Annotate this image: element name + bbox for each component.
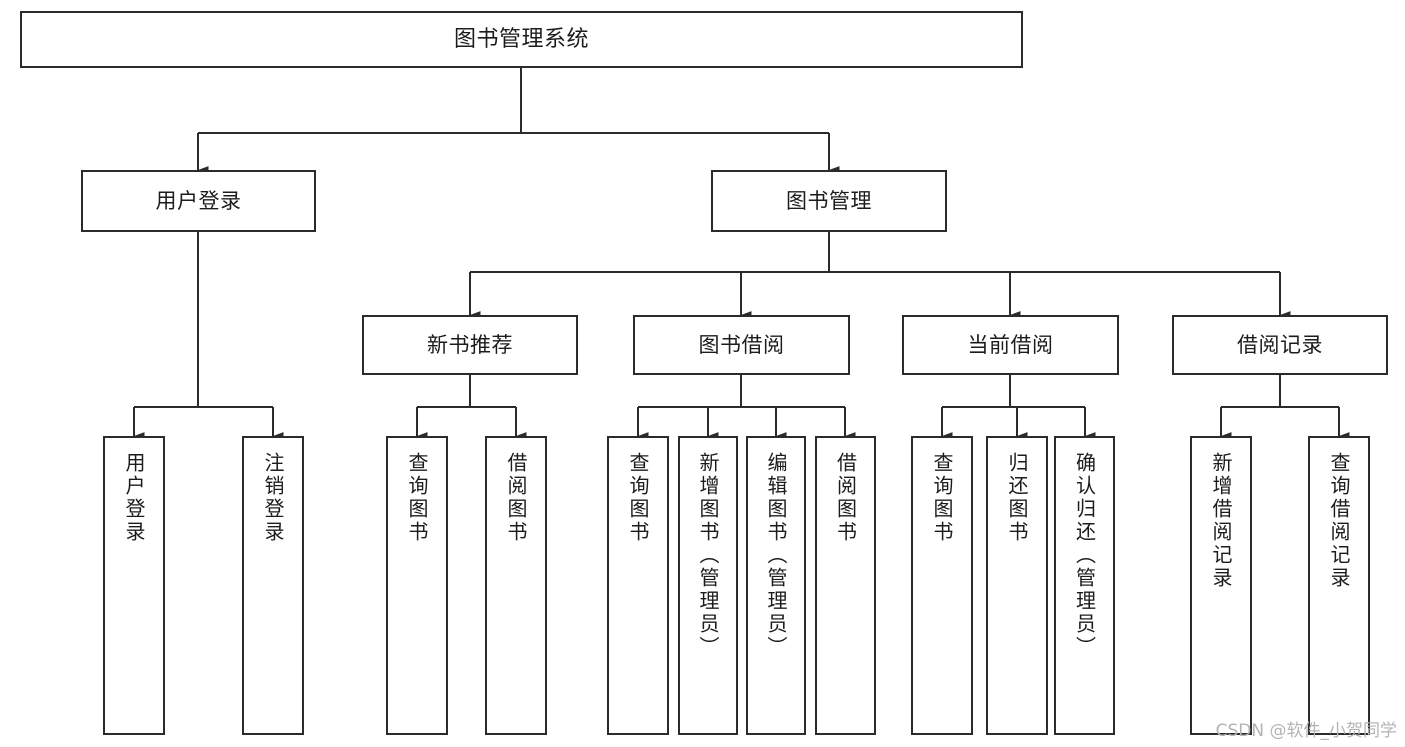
leaf-confirm-return-admin[interactable]: 确认归还（管理员） — [1054, 436, 1115, 735]
node-root-system[interactable]: 图书管理系统 — [20, 11, 1023, 68]
leaf-query-books-new[interactable]: 查询图书 — [386, 436, 448, 735]
node-label: 编辑图书（管理员） — [764, 452, 788, 659]
node-label: 用户登录 — [155, 188, 242, 213]
node-label: 图书借阅 — [698, 332, 785, 357]
node-label: 查询借阅记录 — [1327, 452, 1351, 590]
node-label: 图书管理 — [786, 188, 872, 213]
node-label: 查询图书 — [930, 452, 954, 544]
node-label: 图书管理系统 — [453, 26, 589, 52]
leaf-add-book-admin[interactable]: 新增图书（管理员） — [678, 436, 738, 735]
node-label: 借阅图书 — [833, 452, 858, 544]
node-book-borrow[interactable]: 图书借阅 — [633, 315, 850, 375]
node-label: 当前借阅 — [967, 332, 1054, 357]
leaf-logout[interactable]: 注销登录 — [242, 436, 304, 735]
leaf-edit-book-admin[interactable]: 编辑图书（管理员） — [746, 436, 806, 735]
leaf-query-books-borrow[interactable]: 查询图书 — [607, 436, 669, 735]
leaf-query-borrow-record[interactable]: 查询借阅记录 — [1308, 436, 1370, 735]
node-current-borrow[interactable]: 当前借阅 — [902, 315, 1119, 375]
node-label: 借阅图书 — [504, 452, 528, 544]
node-label: 归还图书 — [1005, 452, 1029, 544]
node-label: 确认归还（管理员） — [1072, 452, 1097, 659]
leaf-query-books-current[interactable]: 查询图书 — [911, 436, 973, 735]
leaf-user-login[interactable]: 用户登录 — [103, 436, 165, 735]
node-label: 新增图书（管理员） — [696, 452, 720, 659]
node-new-book-recommendation[interactable]: 新书推荐 — [362, 315, 578, 375]
node-label: 新书推荐 — [427, 332, 513, 357]
node-book-management[interactable]: 图书管理 — [711, 170, 947, 232]
node-borrow-records[interactable]: 借阅记录 — [1172, 315, 1388, 375]
node-label: 新增借阅记录 — [1209, 452, 1233, 590]
node-label: 借阅记录 — [1237, 332, 1323, 357]
node-label: 注销登录 — [261, 452, 285, 544]
node-label: 查询图书 — [626, 452, 650, 544]
node-user-login[interactable]: 用户登录 — [81, 170, 316, 232]
leaf-borrow-books-new[interactable]: 借阅图书 — [485, 436, 547, 735]
leaf-add-borrow-record[interactable]: 新增借阅记录 — [1190, 436, 1252, 735]
node-label: 查询图书 — [405, 452, 429, 544]
node-label: 用户登录 — [122, 452, 146, 544]
leaf-borrow-books[interactable]: 借阅图书 — [815, 436, 876, 735]
leaf-return-books[interactable]: 归还图书 — [986, 436, 1048, 735]
